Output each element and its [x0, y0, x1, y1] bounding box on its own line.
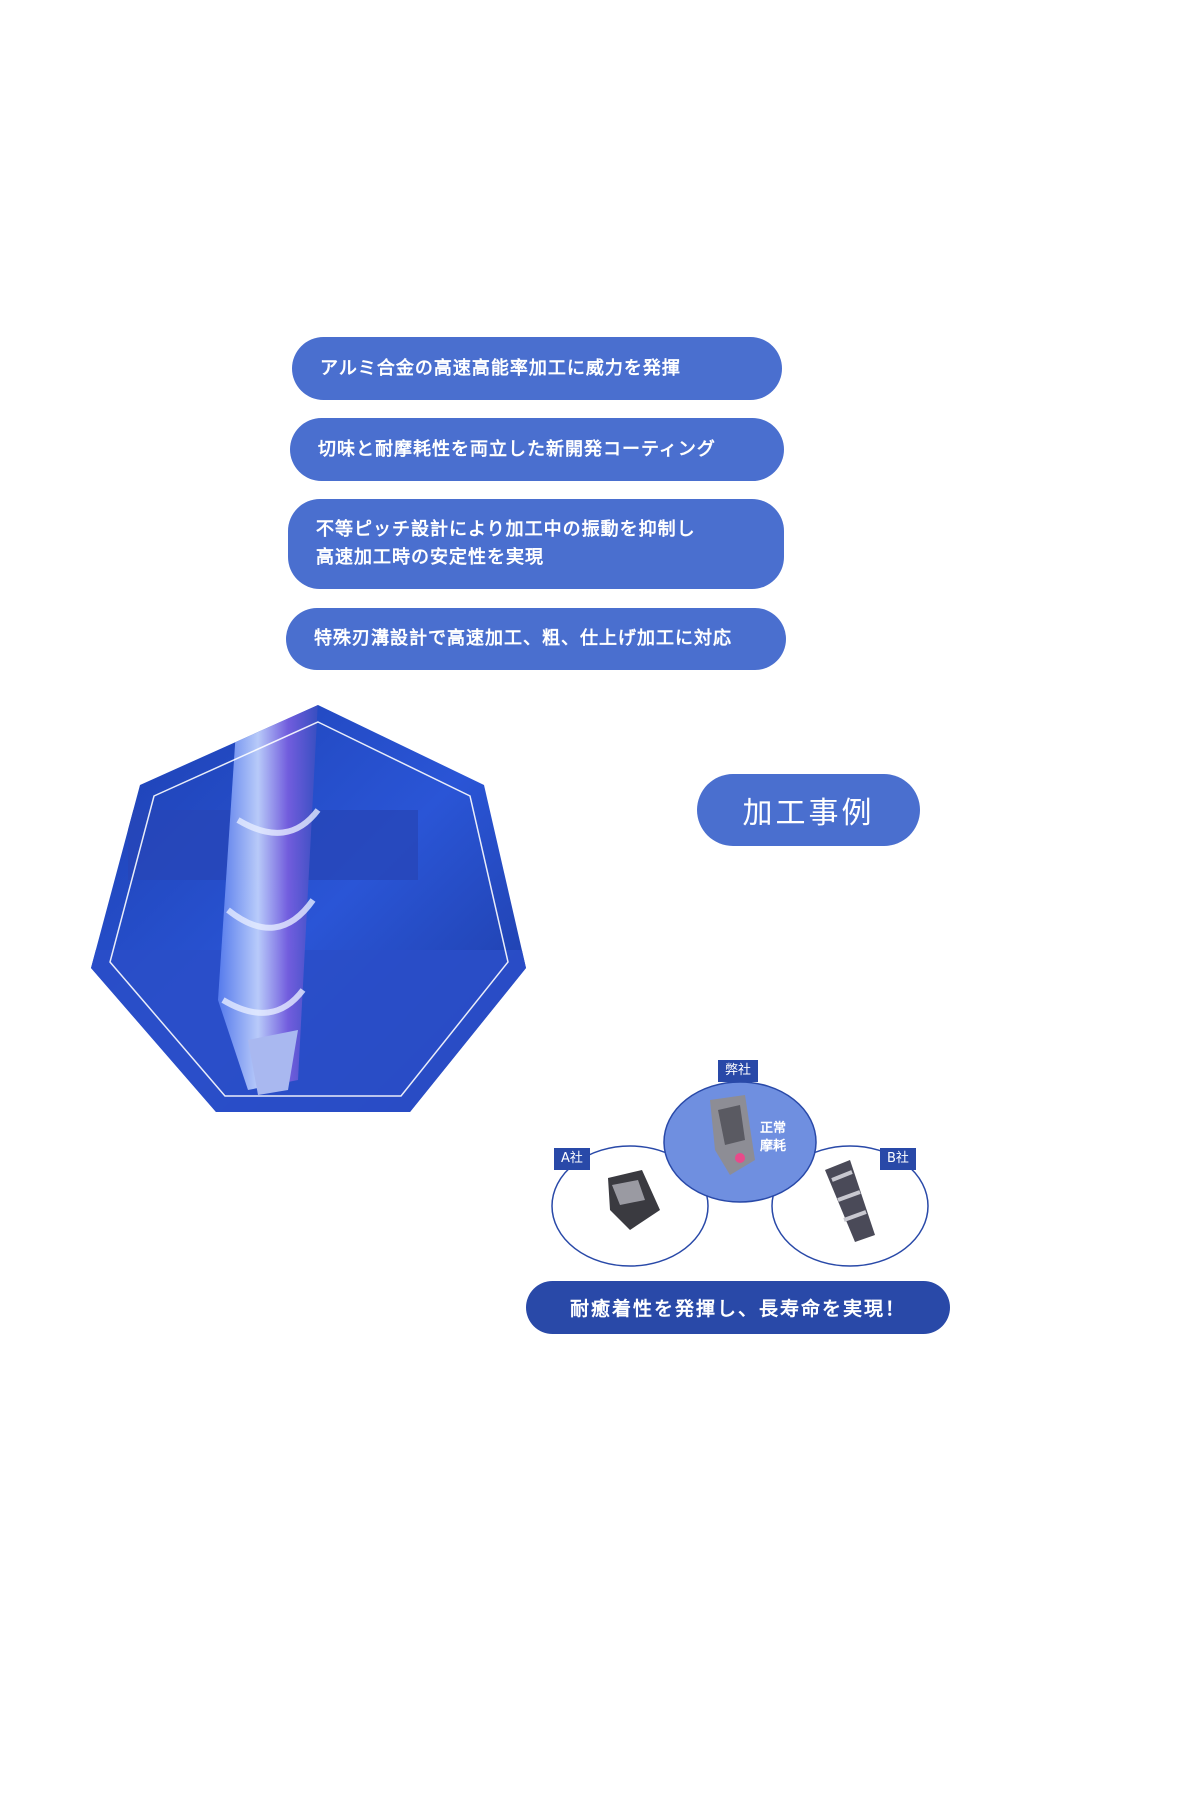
wear-comparison-diagram: 弊社 正常 摩耗 A社 B社	[550, 1060, 930, 1270]
our-tool-image	[710, 1095, 755, 1175]
company-a-tag: A社	[554, 1148, 590, 1170]
case-study-badge: 加工事例	[697, 774, 920, 846]
feature-pill-high-speed: アルミ合金の高速高能率加工に威力を発揮	[292, 337, 782, 400]
company-b-tool-image	[825, 1160, 875, 1242]
feature-pill-pitch: 不等ピッチ設計により加工中の振動を抑制し 高速加工時の安定性を実現	[288, 499, 784, 589]
our-company-tag: 弊社	[718, 1060, 759, 1082]
feature-text: 切味と耐摩耗性を両立した新開発コーティング	[318, 438, 716, 460]
endmill-hero-image	[91, 705, 526, 1112]
feature-text: 高速加工時の安定性を実現	[316, 547, 544, 568]
feature-text: 特殊刃溝設計で高速加工、粗、仕上げ加工に対応	[314, 628, 732, 649]
feature-pill-flute: 特殊刃溝設計で高速加工、粗、仕上げ加工に対応	[286, 608, 786, 670]
result-line: 摩耗	[760, 1139, 787, 1154]
our-result-label: 正常 摩耗	[760, 1120, 786, 1156]
feature-text: アルミ合金の高速高能率加工に威力を発揮	[320, 357, 681, 379]
hero-image-content	[91, 705, 526, 1112]
summary-banner: 耐癒着性を発揮し、長寿命を実現！	[526, 1281, 950, 1334]
company-b-tag: B社	[880, 1148, 916, 1170]
result-line: 正常	[760, 1121, 787, 1136]
comparison-circles	[551, 1081, 929, 1267]
hero-frame-outline	[109, 721, 509, 1097]
company-a-tool-image	[608, 1170, 660, 1230]
feature-pill-coating: 切味と耐摩耗性を両立した新開発コーティング	[290, 418, 784, 481]
feature-text: 不等ピッチ設計により加工中の振動を抑制し	[316, 519, 696, 540]
